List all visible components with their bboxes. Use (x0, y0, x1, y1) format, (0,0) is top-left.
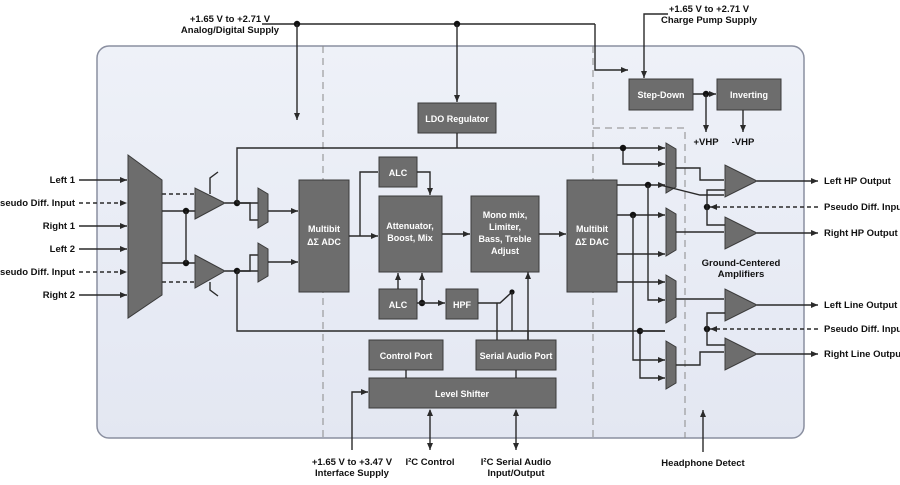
chip-body (96, 45, 805, 439)
svg-text:+1.65 V to +2.71 V: +1.65 V to +2.71 V (190, 14, 271, 25)
ldo-regulator-block (417, 102, 497, 134)
svg-text:Inverting: Inverting (730, 90, 768, 100)
svg-text:Attenuator,: Attenuator, (386, 221, 434, 231)
svg-text:Left Line Output: Left Line Output (824, 300, 898, 311)
svg-text:I²C Serial Audio: I²C Serial Audio (481, 457, 552, 468)
left-line-amp (724, 288, 759, 322)
svg-text:Control Port: Control Port (380, 351, 433, 361)
svg-text:Amplifiers: Amplifiers (718, 269, 764, 280)
multibit-adc-block (298, 179, 350, 293)
alc-bottom-block (378, 288, 418, 320)
inverting-block (716, 78, 782, 111)
svg-text:Limiter,: Limiter, (489, 222, 521, 232)
charge-pump-supply: +1.65 V to +2.71 V Charge Pump Supply (641, 4, 758, 78)
adc-right-mux (257, 242, 269, 283)
svg-text:ALC: ALC (389, 300, 408, 310)
svg-text:Left 1: Left 1 (50, 175, 76, 186)
right-line-mux (665, 340, 677, 390)
svg-text:Pseudo Diff. Input: Pseudo Diff. Input (824, 202, 900, 213)
control-port-block (368, 339, 444, 371)
right-line-amp (724, 337, 759, 371)
input-labels: Left 1 Pseudo Diff. Input Right 1 Left 2… (0, 175, 76, 301)
analog-digital-supply: +1.65 V to +2.71 V Analog/Digital Supply (181, 14, 628, 120)
svg-text:Ground-Centered: Ground-Centered (702, 258, 781, 269)
svg-text:Step-Down: Step-Down (638, 90, 685, 100)
svg-text:Input/Output: Input/Output (488, 468, 546, 479)
hpf-block (445, 288, 479, 320)
right-pga (194, 254, 227, 289)
svg-text:Interface Supply: Interface Supply (315, 468, 390, 479)
attenuator-block (378, 195, 443, 273)
svg-text:Serial Audio Port: Serial Audio Port (480, 351, 553, 361)
alc-top-block (378, 156, 418, 188)
svg-text:HPF: HPF (453, 300, 472, 310)
svg-text:I²C Control: I²C Control (405, 457, 454, 468)
svg-text:Pseudo Diff. Input: Pseudo Diff. Input (824, 324, 900, 335)
svg-text:ΔΣ DAC: ΔΣ DAC (575, 237, 609, 247)
svg-text:Pseudo Diff. Input: Pseudo Diff. Input (0, 267, 76, 278)
svg-text:Left HP Output: Left HP Output (824, 176, 892, 187)
left-pga (194, 187, 227, 220)
svg-text:Right HP Output: Right HP Output (824, 228, 899, 239)
svg-text:Right 2: Right 2 (43, 290, 75, 301)
left-hp-mux (665, 142, 677, 194)
right-hp-mux (665, 207, 677, 257)
svg-text:+VHP: +VHP (693, 137, 719, 148)
output-labels: Left HP Output Pseudo Diff. Input Right … (702, 176, 900, 360)
svg-text:Mono mix,: Mono mix, (483, 210, 528, 220)
svg-text:Bass, Treble: Bass, Treble (478, 234, 531, 244)
svg-text:Multibit: Multibit (308, 224, 340, 234)
serial-audio-port-block (475, 339, 557, 371)
step-down-block (628, 78, 694, 111)
left-line-mux (665, 274, 677, 324)
svg-text:Left 2: Left 2 (50, 244, 75, 255)
svg-text:ΔΣ ADC: ΔΣ ADC (307, 237, 341, 247)
svg-text:-VHP: -VHP (732, 137, 755, 148)
svg-text:Charge Pump Supply: Charge Pump Supply (661, 15, 758, 26)
svg-text:Level Shifter: Level Shifter (435, 389, 490, 399)
left-hp-amp (724, 164, 759, 198)
level-shifter-block (368, 377, 557, 409)
svg-text:Pseudo Diff. Input: Pseudo Diff. Input (0, 198, 76, 209)
svg-text:Adjust: Adjust (491, 246, 519, 256)
input-mux (127, 154, 163, 319)
svg-text:ALC: ALC (389, 168, 408, 178)
svg-text:LDO Regulator: LDO Regulator (425, 114, 489, 124)
svg-text:+1.65 V to +3.47 V: +1.65 V to +3.47 V (312, 457, 393, 468)
svg-text:Headphone Detect: Headphone Detect (661, 458, 745, 469)
svg-text:Boost, Mix: Boost, Mix (387, 233, 433, 243)
svg-text:Right Line Output: Right Line Output (824, 349, 900, 360)
right-hp-amp (724, 216, 759, 250)
mono-mix-block (470, 195, 540, 273)
adc-left-mux (257, 187, 269, 229)
multibit-dac-block (566, 179, 618, 293)
svg-text:Analog/Digital Supply: Analog/Digital Supply (181, 25, 280, 36)
svg-text:+1.65 V to +2.71 V: +1.65 V to +2.71 V (669, 4, 750, 15)
svg-text:Multibit: Multibit (576, 224, 608, 234)
svg-text:Right 1: Right 1 (43, 221, 76, 232)
